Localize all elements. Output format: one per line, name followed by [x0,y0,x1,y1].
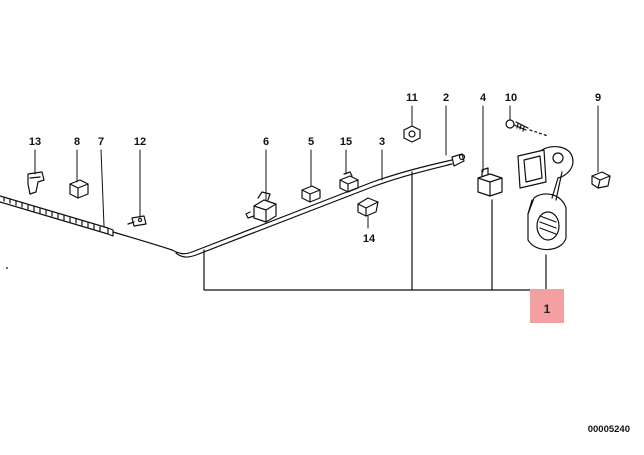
holder-part-6 [245,191,277,223]
callout-8: 8 [73,136,81,148]
highlighted-part-number: 1 [543,302,551,316]
highlighted-part-box[interactable] [530,289,564,323]
callout-3: 3 [378,136,386,148]
callout-9: 9 [594,92,602,104]
clip-part-8 [69,179,89,199]
cable-holder-part-13 [27,171,45,195]
callout-1-leader-lines [203,171,547,291]
callout-11: 11 [406,92,418,104]
screw-part-10 [505,119,549,137]
cap-part-9 [591,171,611,189]
callout-10: 10 [504,92,518,104]
clip-part-5 [301,185,321,203]
accelerator-pedal-part-1 [517,146,574,251]
cable-sleeve-part-7 [0,195,114,237]
pin-part-12 [127,215,147,227]
throttle-cable-part-2 [112,153,466,258]
bracket-clip-part-4 [477,167,503,197]
callout-6: 6 [262,136,270,148]
callout-leader-lines [34,105,599,229]
clip-part-14 [357,197,379,217]
callout-14: 14 [362,233,376,245]
callout-4: 4 [479,92,487,104]
callout-5: 5 [307,136,315,148]
callout-7: 7 [97,136,105,148]
callout-13: 13 [28,136,42,148]
document-code: 00005240 [587,424,630,435]
clip-part-15 [339,171,359,193]
nut-part-11 [403,125,421,143]
callout-2: 2 [442,92,450,104]
callout-12: 12 [133,136,147,148]
callout-15: 15 [339,136,353,148]
scan-dot [6,267,8,269]
